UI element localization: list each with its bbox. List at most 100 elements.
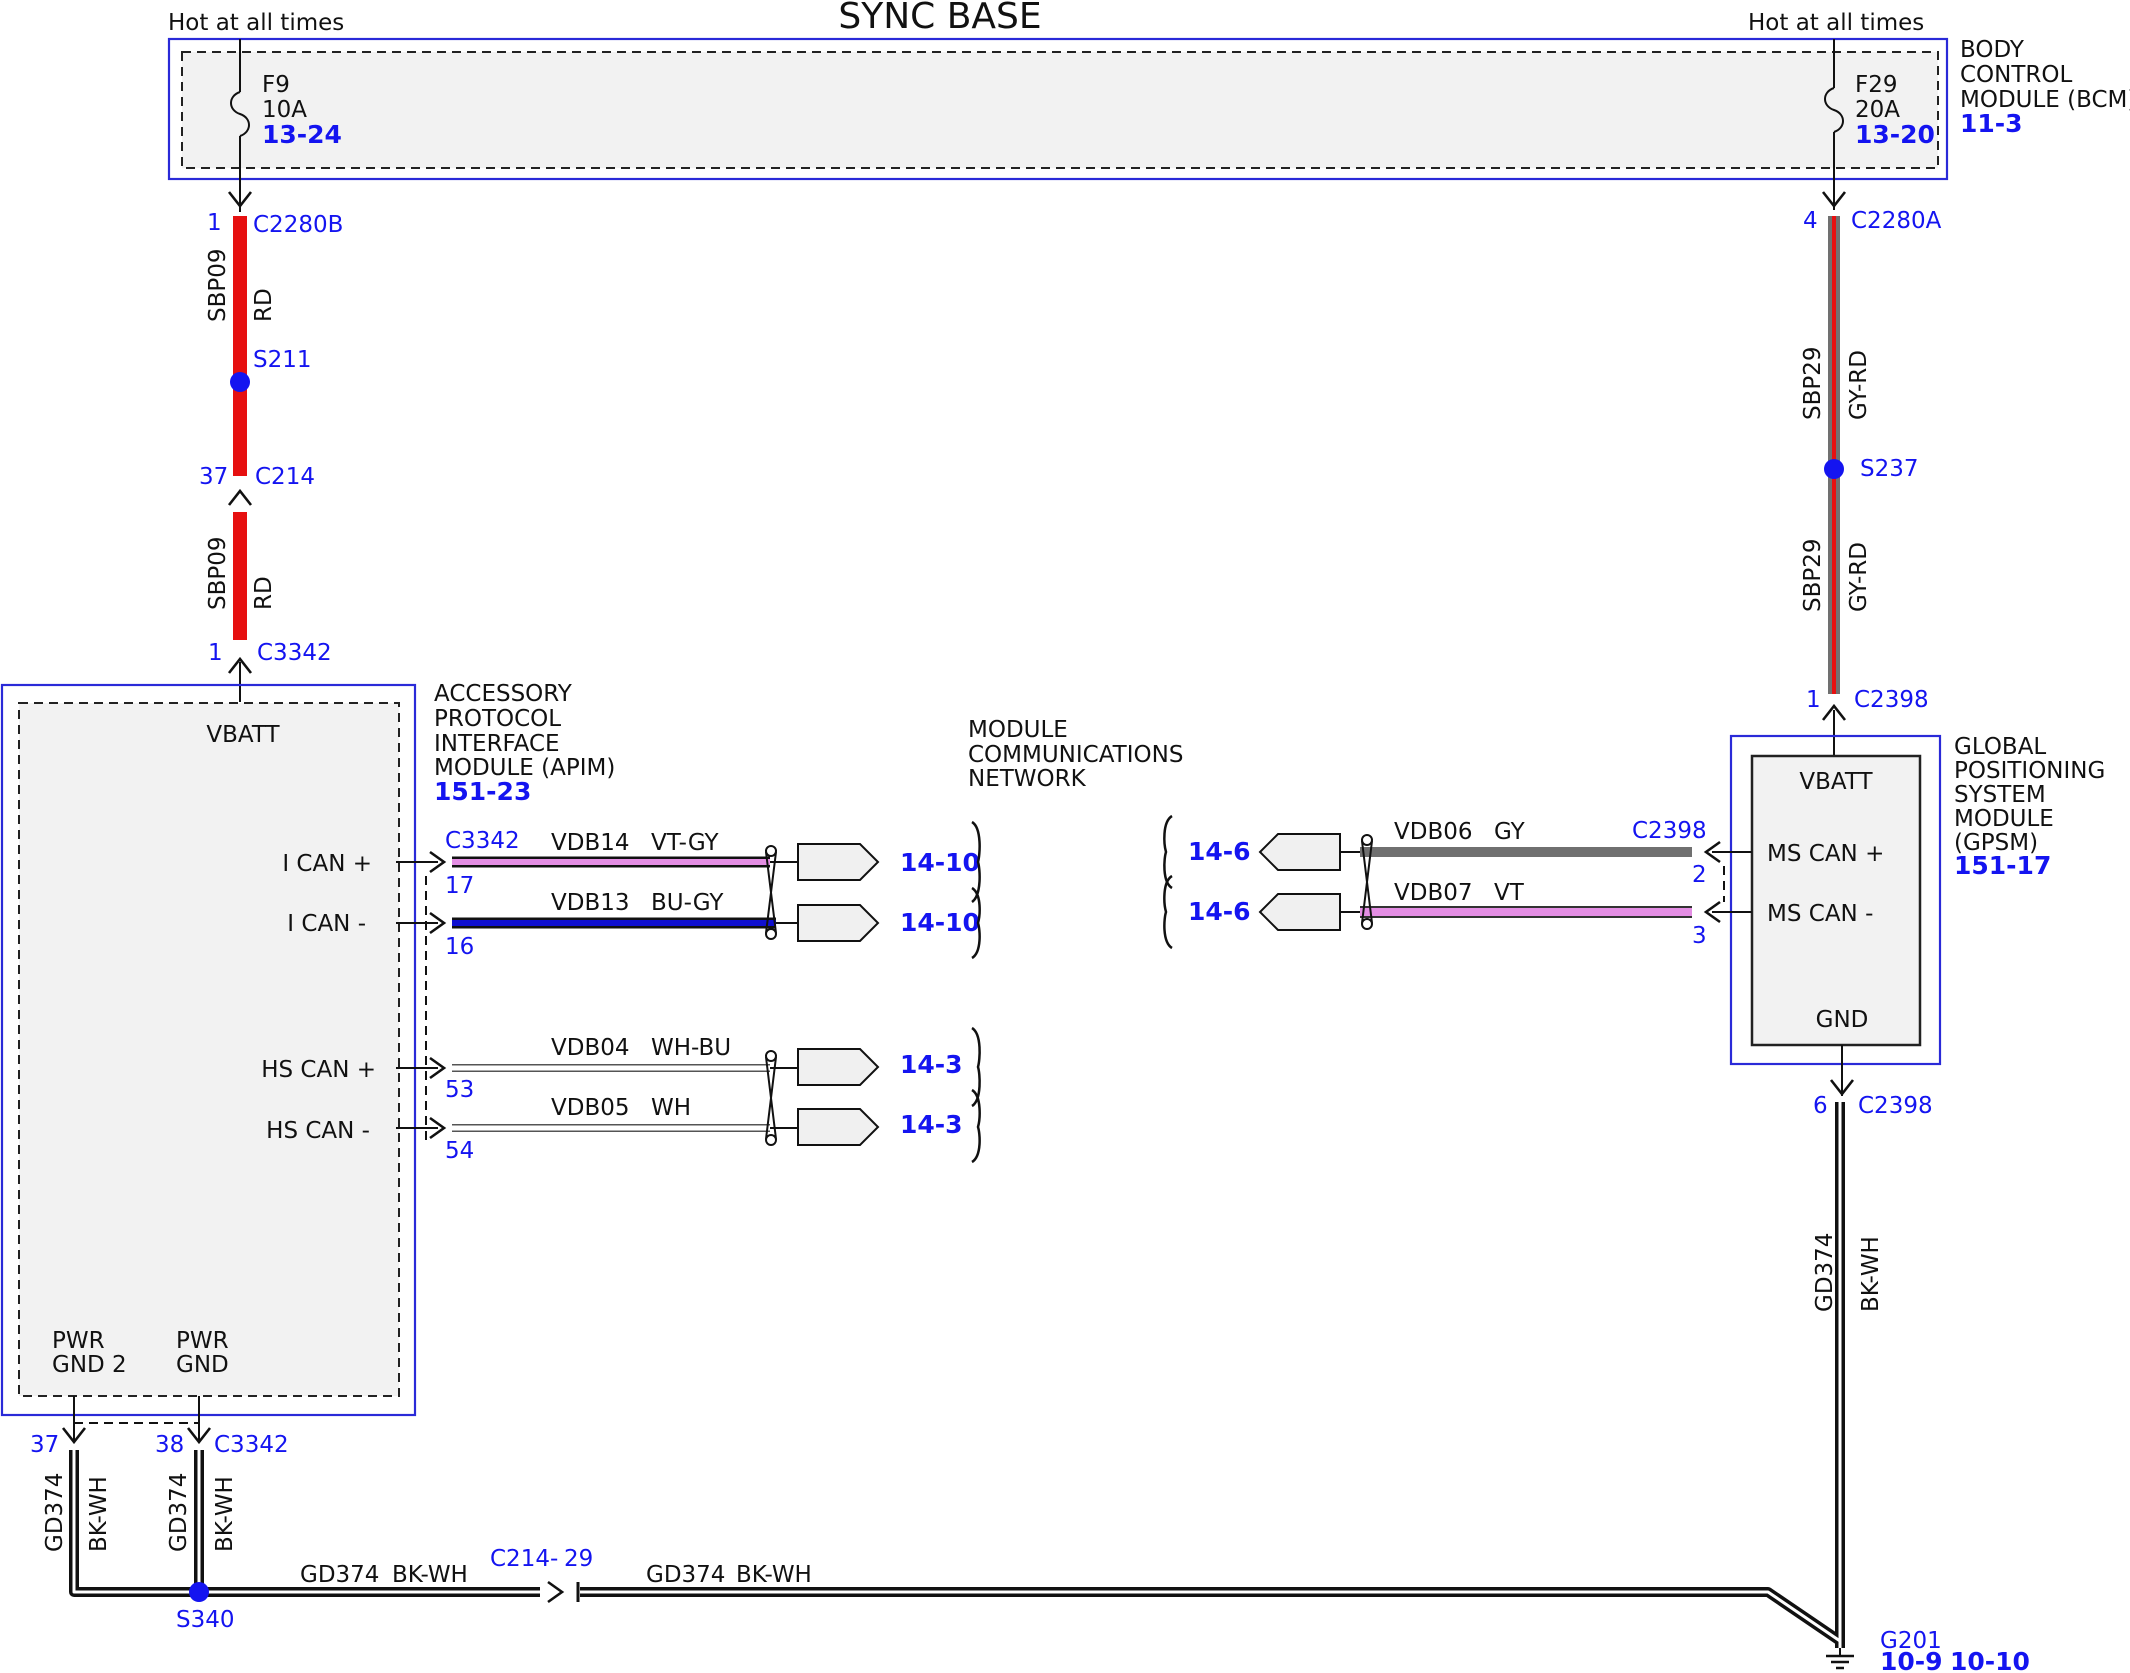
vdb07-offpage-arrow-icon[interactable] [1258, 893, 1341, 931]
bcm-module[interactable] [167, 37, 1949, 181]
right-network-brackets [1163, 814, 1173, 950]
bcm-label-line-3: MODULE (BCM) [1960, 87, 2130, 113]
vdb13-circuit: VDB13 [551, 890, 630, 916]
twisted-pair-icon-ican [765, 845, 777, 940]
apim-ican-minus-label: I CAN - [287, 911, 366, 937]
gd374-wire-b-circuit: GD374 [166, 1473, 192, 1552]
gpsm-module[interactable] [1729, 734, 1942, 1066]
ground-ref-link-1[interactable]: 10-9 [1880, 1647, 1943, 1673]
sbp09-upper-color: RD [251, 288, 277, 322]
sbp09-rd-wire-upper[interactable] [233, 216, 247, 476]
network-label-line-3: NETWORK [968, 766, 1087, 792]
vdb05-color: WH [651, 1095, 691, 1121]
fuse-f9-name: F9 [262, 72, 290, 98]
gd374-run2-color: BK-WH [736, 1562, 812, 1588]
splice-s340-label: S340 [176, 1607, 235, 1633]
vdb14-pin: 17 [445, 873, 474, 899]
ground-g201-icon [1826, 1648, 1854, 1670]
fuse-f9-ref-link[interactable]: 13-24 [262, 120, 342, 149]
gd374-wire-a-circuit: GD374 [42, 1473, 68, 1552]
splice-s211-label: S211 [253, 347, 312, 373]
apim-pwr-gnd2-line-2: GND 2 [52, 1352, 127, 1378]
vdb04-offpage-arrow-icon[interactable] [797, 1048, 880, 1086]
vdb06-offpage-arrow-icon[interactable] [1258, 833, 1341, 871]
vdb14-color: VT-GY [651, 830, 719, 856]
sbp29-upper-circuit: SBP29 [1800, 346, 1826, 420]
fuse-f29-symbol [1824, 39, 1844, 210]
apim-label-line-2: PROTOCOL [434, 706, 561, 732]
vdb14-offpage-arrow-icon[interactable] [797, 843, 880, 881]
bcm-label-line-1: BODY [1960, 37, 2025, 63]
gpsm-gnd-pin-label: GND [1816, 1007, 1869, 1033]
gpsm-label-line-2: POSITIONING [1954, 758, 2105, 784]
sbp09-rd-wire-lower[interactable] [233, 512, 247, 640]
apim-hscan-plus-label: HS CAN + [261, 1057, 376, 1083]
vdb05-circuit: VDB05 [551, 1095, 630, 1121]
vdb06-ref-link[interactable]: 14-6 [1188, 837, 1251, 866]
gnd-pin-37: 37 [30, 1432, 59, 1458]
vdb04-ref-link[interactable]: 14-3 [900, 1050, 963, 1079]
splice-s211-dot [230, 372, 250, 392]
gd374-ground-wire[interactable] [69, 1102, 1845, 1648]
fuse-f29-name: F29 [1855, 72, 1898, 98]
vdb07-ref-link[interactable]: 14-6 [1188, 897, 1251, 926]
network-label-line-1: MODULE [968, 717, 1068, 743]
sbp29-upper-color: GY-RD [1846, 350, 1872, 420]
apim-ref-link[interactable]: 151-23 [434, 777, 531, 806]
gd374-gpsm-color: BK-WH [1858, 1236, 1884, 1312]
gpsm-gnd-conn: C2398 [1858, 1093, 1933, 1119]
twisted-pair-icon-mscan [1361, 834, 1373, 930]
c214-connector-icon [227, 489, 253, 507]
apim-label-line-4: MODULE (APIM) [434, 755, 615, 781]
gpsm-label-line-4: MODULE [1954, 806, 2054, 832]
gpsm-vbatt-pin-label: VBATT [1799, 769, 1873, 795]
vdb06-pin: 2 [1692, 862, 1707, 888]
c2280a-name: C2280A [1851, 208, 1942, 234]
gnd-apim-conn: C3342 [214, 1432, 289, 1458]
gpsm-label-line-3: SYSTEM [1954, 782, 2046, 808]
sbp29-gy-rd-wire[interactable] [1828, 216, 1840, 694]
c2280b-pin: 1 [207, 210, 222, 236]
c214-name: C214 [255, 464, 315, 490]
gpsm-label-line-1: GLOBAL [1954, 734, 2046, 760]
gd374-run2-circuit: GD374 [646, 1562, 725, 1588]
sbp09-upper-circuit: SBP09 [205, 248, 231, 322]
vdb13-pin: 16 [445, 934, 474, 960]
bcm-left-supply-label: Hot at all times [168, 10, 344, 36]
apim-pwr-gnd2-line-1: PWR [52, 1328, 105, 1354]
vdb05-offpage-arrow-icon[interactable] [797, 1108, 880, 1146]
apim-ican-plus-label: I CAN + [282, 851, 372, 877]
vdb05-ref-link[interactable]: 14-3 [900, 1110, 963, 1139]
c3342-vbatt-name: C3342 [257, 640, 332, 666]
ground-ref-link-2[interactable]: 10-10 [1950, 1647, 2030, 1673]
fuse-f9-symbol [230, 39, 250, 212]
gd374-gpsm-circuit: GD374 [1812, 1233, 1838, 1312]
fuse-f9-rating: 10A [262, 97, 307, 123]
c3342-vbatt-pin: 1 [208, 640, 223, 666]
inline-conn-name: C214 [490, 1546, 550, 1572]
apim-hscan-minus-label: HS CAN - [266, 1118, 370, 1144]
vdb06-color: GY [1494, 819, 1526, 845]
bcm-ref-link[interactable]: 11-3 [1960, 109, 2023, 138]
splice-s237-dot [1824, 459, 1844, 479]
sbp09-lower-circuit: SBP09 [205, 536, 231, 610]
left-network-brackets [971, 820, 981, 1164]
vdb04-circuit: VDB04 [551, 1035, 630, 1061]
gpsm-ref-link[interactable]: 151-17 [1954, 851, 2051, 880]
apim-module[interactable] [0, 683, 417, 1417]
vdb14-circuit: VDB14 [551, 830, 630, 856]
c2280b-name: C2280B [253, 212, 343, 238]
inline-conn-dash: - [550, 1546, 558, 1572]
vdb13-offpage-arrow-icon[interactable] [797, 904, 880, 942]
vdb13-ref-link[interactable]: 14-10 [900, 908, 980, 937]
gpsm-mscan-minus-label: MS CAN - [1767, 901, 1873, 927]
apim-label-line-3: INTERFACE [434, 731, 560, 757]
c214-pin: 37 [199, 464, 228, 490]
sbp29-lower-color: GY-RD [1846, 542, 1872, 612]
splice-s340-dot [189, 1582, 209, 1602]
fuse-f29-ref-link[interactable]: 13-20 [1855, 120, 1935, 149]
vdb14-ref-link[interactable]: 14-10 [900, 848, 980, 877]
twisted-pair-icon-hscan [765, 1050, 777, 1146]
splice-s237-label: S237 [1860, 456, 1919, 482]
